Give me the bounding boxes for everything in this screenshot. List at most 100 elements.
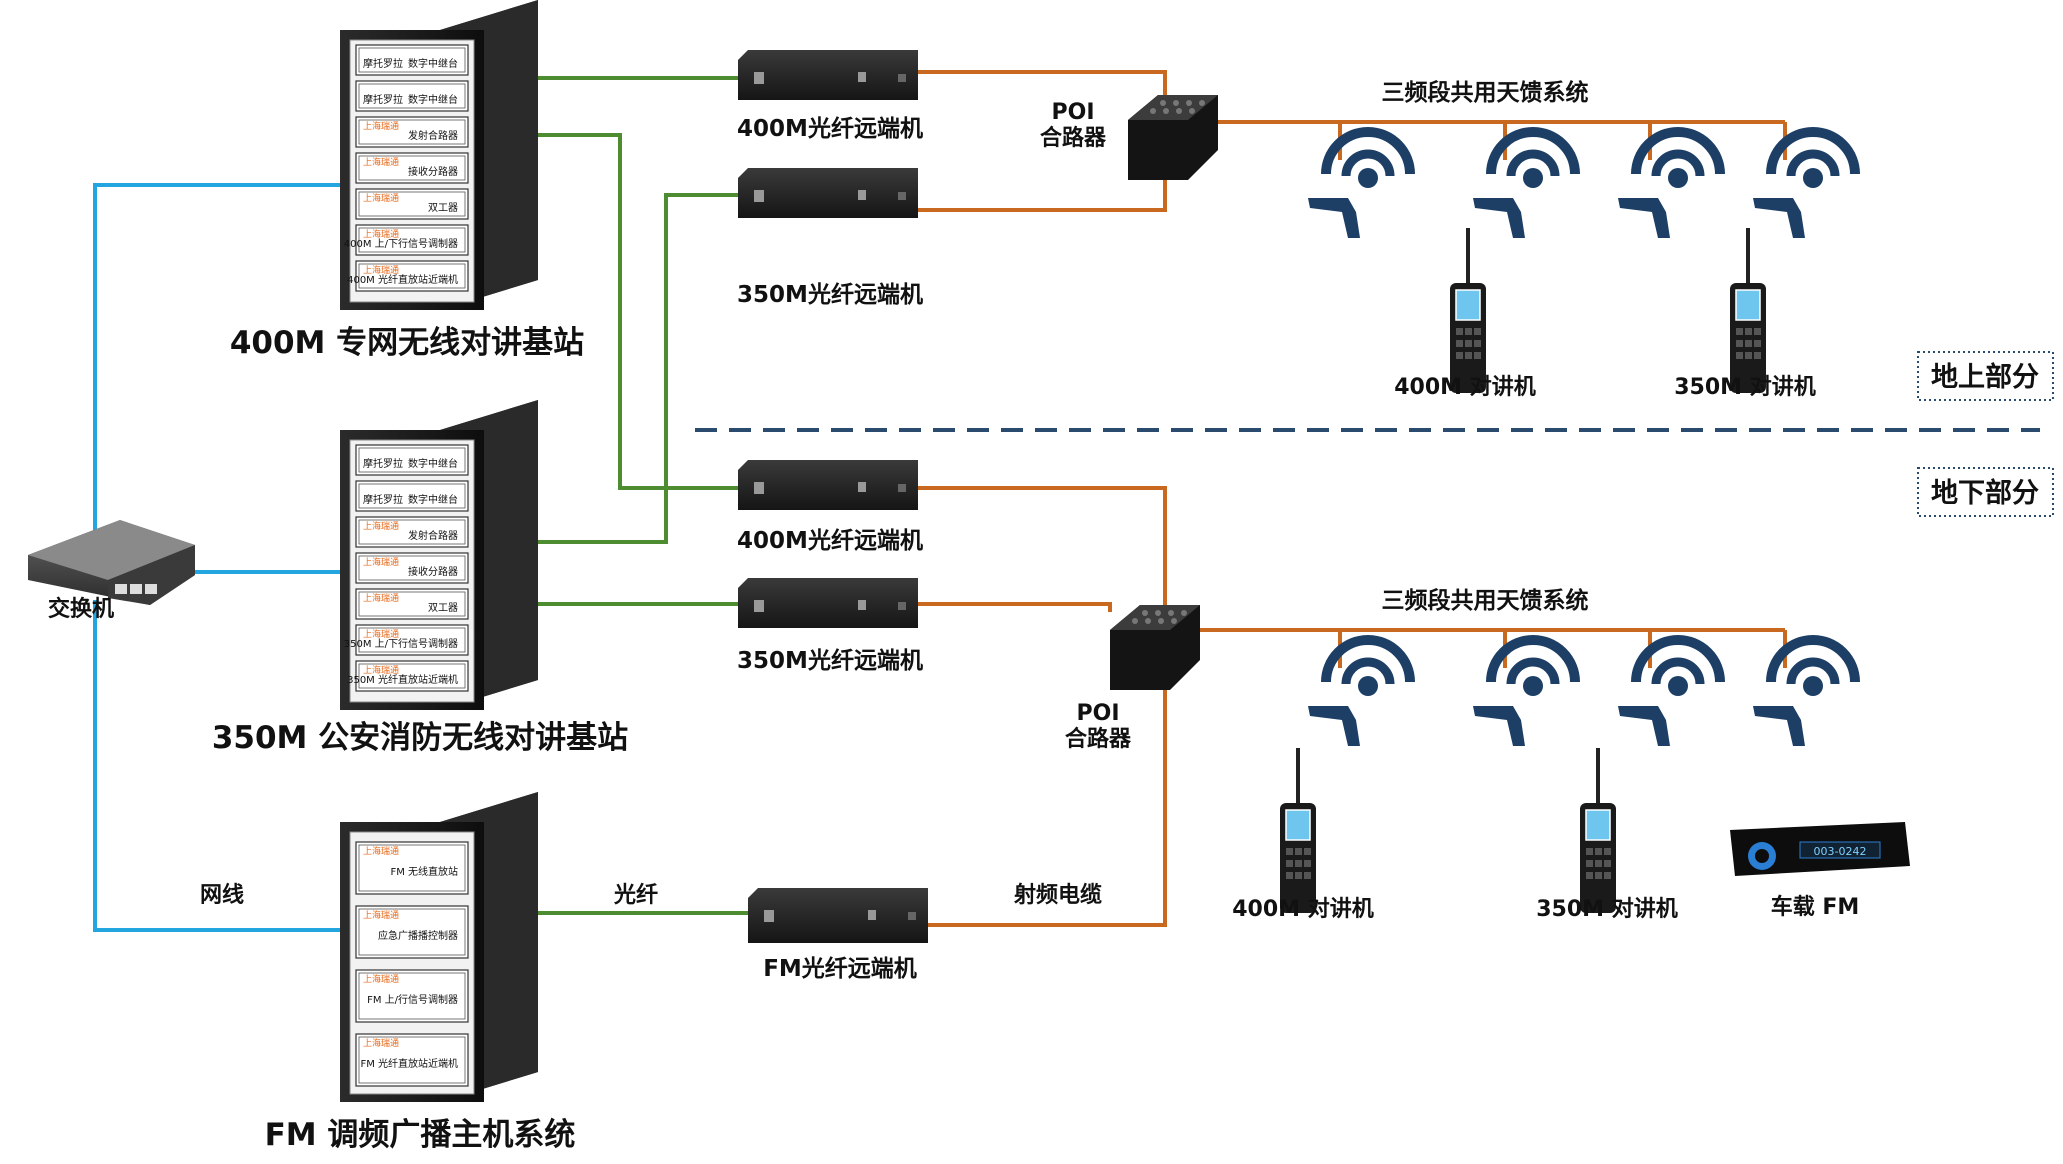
rack-unit: 摩托罗拉数字中继台	[355, 80, 469, 112]
network-cable-400	[93, 183, 340, 560]
switch-label: 交换机	[48, 596, 114, 622]
svg-text:POI: POI	[1051, 100, 1094, 125]
rack-unit: 摩托罗拉数字中继台	[355, 444, 469, 476]
rack-unit-label: 应急广播播控制器	[378, 929, 458, 942]
walkie-talkie-icon	[1279, 747, 1317, 914]
rack-unit: 摩托罗拉数字中继台	[355, 480, 469, 512]
radio-400-bottom: 400M 对讲机	[1232, 747, 1374, 922]
rack-unit-label: 350M 上/下行信号调制器	[344, 637, 458, 650]
network-switch: 交换机	[28, 520, 195, 622]
rack-unit-label: FM 无线直放站	[390, 865, 458, 878]
svg-text:400M光纤远端机: 400M光纤远端机	[737, 115, 923, 142]
fiber-400-bottom	[538, 133, 738, 490]
antenna-icon	[1618, 640, 1720, 746]
rack-unit-sub: 摩托罗拉	[363, 93, 403, 106]
rack-unit-brand: 上海瑞通	[363, 228, 399, 240]
rf-350-top	[918, 175, 1167, 212]
rack-unit-label: 数字中继台	[408, 57, 458, 70]
poi-combiner-top: POI 合路器	[1040, 95, 1218, 180]
walkie-talkie-icon	[1449, 227, 1487, 394]
svg-text:350M 对讲机: 350M 对讲机	[1536, 897, 1677, 922]
svg-text:POI: POI	[1076, 701, 1119, 726]
rack-unit-brand: 上海瑞通	[363, 120, 399, 132]
remote-unit-fm: FM光纤远端机	[748, 888, 928, 982]
antenna-system-label-top: 三频段共用天馈系统	[1382, 79, 1589, 106]
rack-unit: 上海瑞通 FM 无线直放站	[355, 841, 469, 895]
rack-unit: 上海瑞通 FM 光纤直放站近端机	[355, 1033, 469, 1087]
remote-unit-350-top: 350M光纤远端机	[737, 168, 923, 308]
antenna-icon	[1753, 132, 1855, 238]
antenna-icon	[1753, 640, 1855, 746]
remote-unit-350-bottom: 350M光纤远端机	[737, 578, 923, 674]
rf-fm	[925, 690, 1167, 927]
remote-unit-400-bottom: 400M光纤远端机	[737, 460, 923, 554]
svg-text:350M 对讲机: 350M 对讲机	[1674, 375, 1815, 400]
rack-unit-label: 发射合路器	[408, 129, 458, 142]
svg-text:350M光纤远端机: 350M光纤远端机	[737, 281, 923, 308]
rack-400-label: 400M 专网无线对讲基站	[230, 325, 584, 361]
rack-unit-label: 400M 上/下行信号调制器	[344, 237, 458, 250]
rf-350-bottom	[918, 602, 1112, 612]
rack-350-label: 350M 公安消防无线对讲基站	[212, 720, 628, 756]
rack-unit-sub: 摩托罗拉	[363, 57, 403, 70]
svg-text:400M光纤远端机: 400M光纤远端机	[737, 527, 923, 554]
rack-unit-label: 数字中继台	[408, 457, 458, 470]
walkie-talkie-icon	[1579, 747, 1617, 914]
antenna-system-label-bottom: 三频段共用天馈系统	[1382, 587, 1589, 614]
rack-unit-label: 400M 光纤直放站近端机	[347, 273, 458, 286]
remote-unit-400-top: 400M光纤远端机	[737, 50, 923, 142]
zone-label-above: 地上部分	[1917, 351, 2054, 401]
fiber-cables	[538, 76, 750, 915]
rack-unit-label: 数字中继台	[408, 93, 458, 106]
network-cables	[93, 183, 340, 932]
rack-unit-label: 发射合路器	[408, 529, 458, 542]
rack-unit-brand: 上海瑞通	[363, 664, 399, 676]
svg-text:350M光纤远端机: 350M光纤远端机	[737, 647, 923, 674]
fiber-350-top	[538, 193, 738, 544]
svg-text:地上部分: 地上部分	[1931, 361, 2039, 393]
svg-text:400M 对讲机: 400M 对讲机	[1232, 897, 1373, 922]
rack-unit-brand: 上海瑞通	[363, 909, 399, 921]
rack-unit-label: 双工器	[428, 602, 458, 614]
rack-unit-brand: 上海瑞通	[363, 156, 399, 168]
rack-unit-sub: 摩托罗拉	[363, 457, 403, 470]
fiber-label: 光纤	[613, 882, 658, 908]
radio-350-top: 350M 对讲机	[1674, 227, 1816, 400]
network-cable-fm	[93, 600, 340, 932]
rack-unit-brand: 上海瑞通	[363, 1037, 399, 1049]
rf-400-top	[918, 70, 1167, 98]
antenna-icon	[1618, 132, 1720, 238]
antenna-icon	[1308, 132, 1410, 238]
rf-cable-label: 射频电缆	[1013, 882, 1102, 908]
rack-unit: 摩托罗拉数字中继台	[355, 44, 469, 76]
rack-unit-label: 接收分路器	[408, 165, 458, 178]
car-fm-unit: 003-0242 车载 FM	[1730, 822, 1910, 920]
rack-unit-brand: 上海瑞通	[363, 592, 399, 604]
rack-unit-brand: 上海瑞通	[363, 192, 399, 204]
rack-unit-brand: 上海瑞通	[363, 264, 399, 276]
rf-400-bottom	[918, 486, 1167, 610]
rack-unit-label: 数字中继台	[408, 493, 458, 506]
rack-unit-brand: 上海瑞通	[363, 845, 399, 857]
zone-label-below: 地下部分	[1917, 467, 2054, 517]
network-cable-label: 网线	[200, 882, 244, 908]
svg-text:合路器: 合路器	[1040, 125, 1107, 151]
rack-unit-brand: 上海瑞通	[363, 973, 399, 985]
rack-unit-label: 350M 光纤直放站近端机	[347, 673, 458, 686]
rack-unit-label: FM 光纤直放站近端机	[360, 1057, 458, 1070]
walkie-talkie-icon	[1729, 227, 1767, 394]
svg-text:合路器: 合路器	[1065, 726, 1132, 752]
rack-350-units: 摩托罗拉数字中继台摩托罗拉数字中继台上海瑞通发射合路器上海瑞通接收分路器上海瑞通…	[344, 444, 469, 692]
rack-unit-label: 双工器	[428, 202, 458, 214]
